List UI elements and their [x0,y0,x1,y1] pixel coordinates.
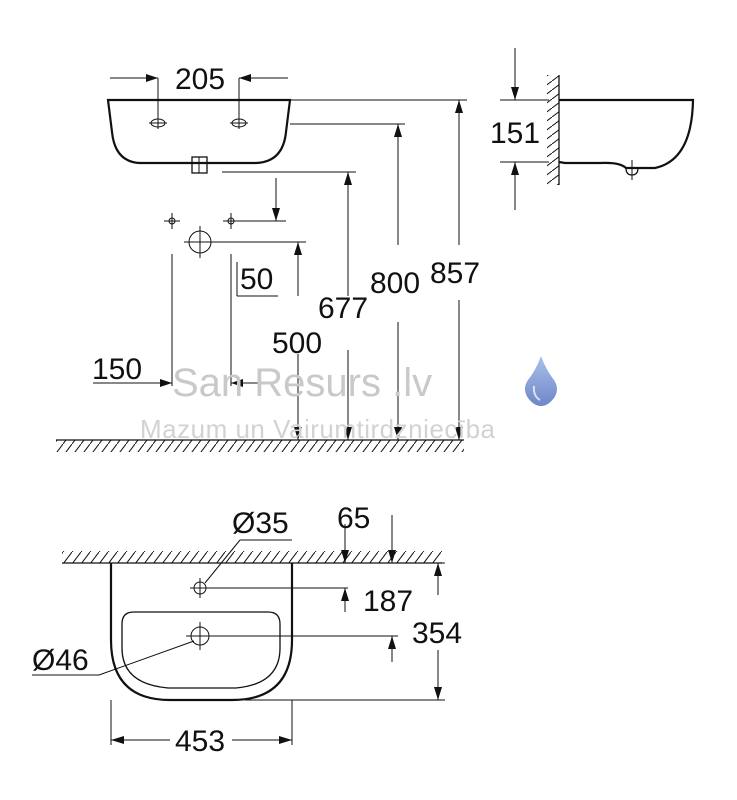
wall-hatch [547,75,560,185]
dim-205: 205 [175,63,225,96]
drain-plan-symbol [186,622,214,650]
front-view: 205 50 [56,63,480,452]
dim-187: 187 [363,585,413,618]
dim-857: 857 [430,257,480,290]
tap-hole-right-symbol [230,117,248,129]
watermark-title: San Resurs .lv [172,361,432,405]
dim-354: 354 [412,617,462,650]
dim-151: 151 [490,117,540,150]
basin-plan-outline [109,563,294,702]
dim-453: 453 [175,725,225,758]
wall-line-plan [62,551,442,564]
bowl-outline [121,611,281,689]
dim-50: 50 [240,263,273,296]
dim-150: 150 [92,353,142,386]
basin-side-outline [558,98,695,170]
watermark: San Resurs .lv Mazum un Vairumtirdzniecī… [140,356,557,444]
tap-hole-left-symbol [149,117,167,129]
plan-view: Ø35 Ø46 65 187 354 [32,502,462,758]
watermark-subtitle: Mazum un Vairumtirdzniecība [140,414,496,444]
dim-diameter-46: Ø46 [32,644,89,677]
dim-800: 800 [370,267,420,300]
dim-500: 500 [272,327,322,360]
basin-front-outline [106,98,292,165]
side-view: 151 [490,48,695,210]
fixing-hole-left-symbol [164,213,180,229]
water-drop-icon [525,356,557,406]
fixing-hole-right-symbol [223,213,239,229]
dim-65: 65 [337,502,370,535]
floor-line [56,439,464,452]
tap-hole-plan-symbol [190,578,210,598]
dim-677: 677 [318,292,368,325]
dim-diameter-35: Ø35 [232,507,289,540]
